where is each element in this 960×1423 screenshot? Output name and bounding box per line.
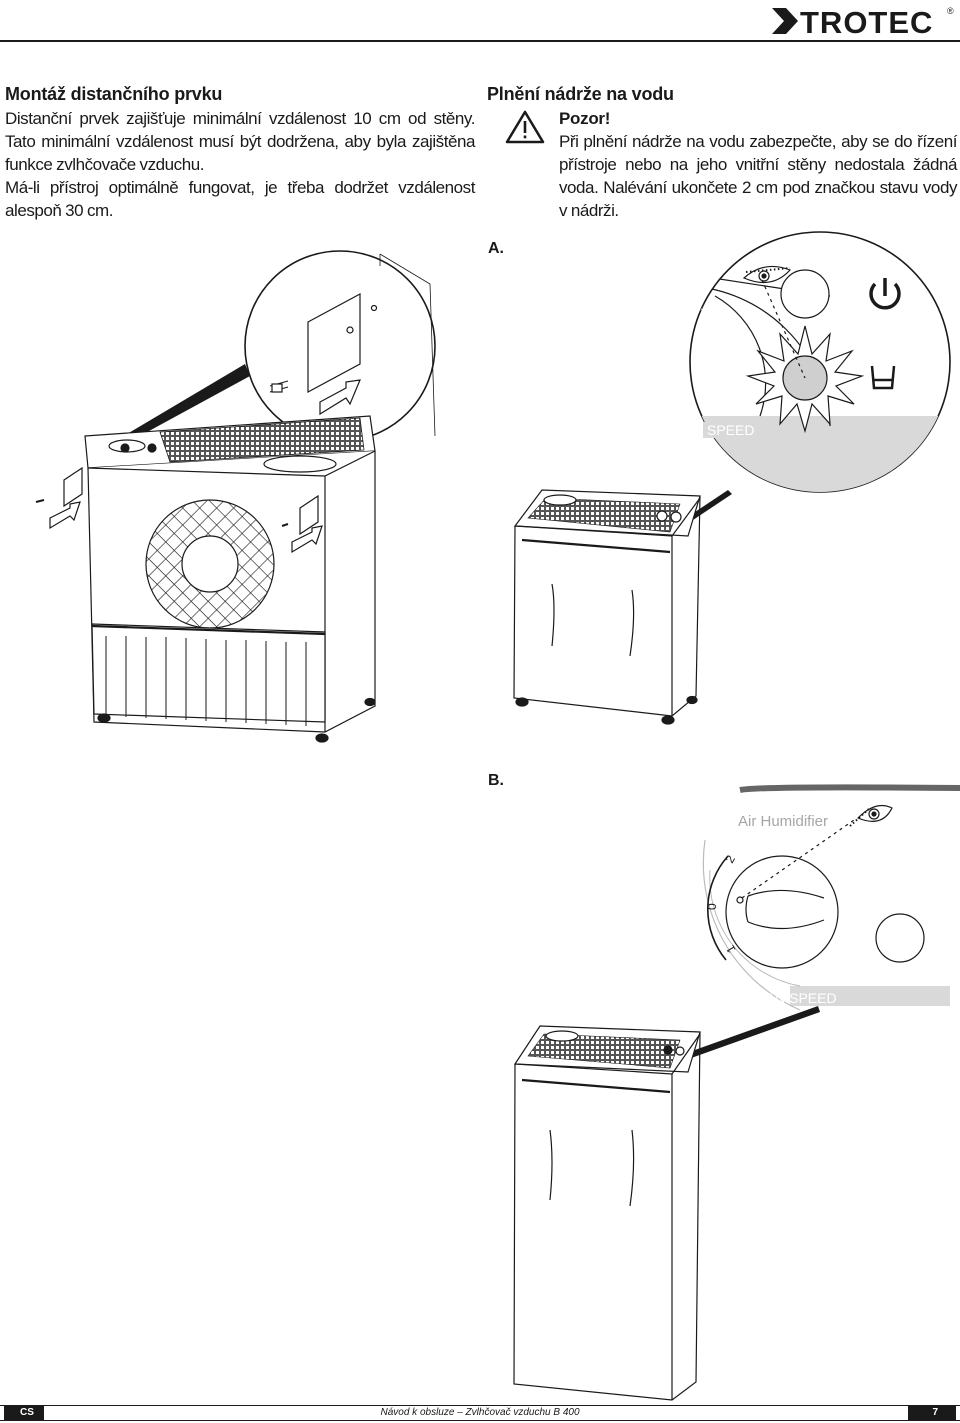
fan-speed-dial [725, 855, 839, 969]
footer-language-tab: CS [4, 1406, 44, 1420]
section-heading-spacer: Montáž distančního prvku [5, 84, 223, 104]
indicator-lamp [875, 913, 925, 963]
figure-b-label: B. [488, 772, 504, 789]
header-rule [0, 40, 960, 42]
dial-mark-2: 2 [722, 852, 738, 865]
logo-wordmark: TROTEC [800, 5, 933, 38]
dial-scale-marks [706, 855, 729, 961]
water-glass-icon [870, 365, 896, 390]
figure-a-label: A. [488, 240, 504, 257]
page-footer: Návod k obsluze – Zvlhčovač vzduchu B 40… [0, 1405, 960, 1421]
trademark-symbol: ® [947, 6, 954, 16]
power-lamp [780, 269, 830, 319]
air-humidifier-title: Air Humidifier [738, 813, 828, 830]
eye-icon [742, 265, 806, 379]
warning-block: Pozor! Při plnění nádrže na vodu zabezpe… [487, 107, 957, 222]
warning-title: Pozor! [559, 109, 611, 128]
section-heading-water-tank: Plnění nádrže na vodu [487, 84, 674, 104]
spacer-mounting-illustration [35, 250, 436, 743]
footer-page-number: 7 [908, 1406, 956, 1420]
eye-icon [849, 805, 893, 827]
fan-speed-panel-detail [702, 784, 960, 1011]
trotec-logo: TROTEC ® [770, 4, 956, 38]
logo-chevron-mark [772, 8, 798, 34]
spacer-paragraph-2: Má-li přístroj optimálně fungovat, je tř… [5, 178, 475, 220]
speed-label: SPEED [707, 422, 754, 438]
spacer-paragraph-1: Distanční prvek zajišťuje minimální vzdá… [5, 109, 475, 174]
power-icon [869, 278, 901, 310]
warning-triangle-icon [505, 110, 545, 144]
fan-speed-label: FAN SPEED [758, 990, 837, 1006]
figure-a-illustration: SPEED [513, 231, 951, 725]
figure-b-illustration: Air Humidifier FAN SPEED 2 0 1 [513, 784, 960, 1401]
spacer-section: Montáž distančního prvku Distanční prvek… [5, 84, 475, 222]
water-tank-section: Plnění nádrže na vodu Pozor! Při plnění … [487, 84, 957, 222]
arrow-icon [319, 379, 361, 416]
dial-mark-0: 0 [705, 903, 719, 910]
footer-manual-title: Návod k obsluze – Zvlhčovač vzduchu B 40… [380, 1407, 580, 1418]
warning-text: Při plnění nádrže na vodu zabezpečte, ab… [559, 132, 957, 220]
screw-icon [271, 383, 283, 393]
spacer-bracket [307, 292, 361, 394]
